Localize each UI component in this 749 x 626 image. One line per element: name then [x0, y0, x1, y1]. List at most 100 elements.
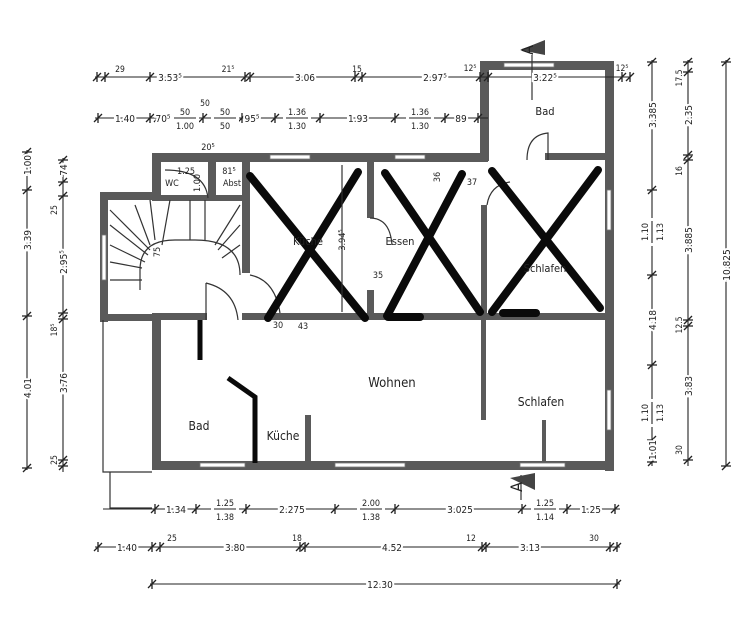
dimension-label: 12⁵ — [464, 64, 477, 74]
fraction-numerator: 1.25 — [536, 499, 554, 509]
dimension-label: 74 — [59, 164, 70, 176]
wall-kueche-essen — [367, 153, 374, 218]
inner-dimension-label: 81⁵ — [222, 167, 236, 177]
dimension-label: 25 — [50, 455, 60, 465]
dimension-tick — [721, 461, 731, 471]
dimension-tick — [390, 504, 400, 514]
wall-top-main — [152, 153, 488, 162]
dimension-label: 3.83 — [684, 376, 695, 396]
dimension-tick — [58, 177, 68, 187]
door-swing — [486, 181, 511, 206]
dimension-tick — [191, 504, 201, 514]
dimension-label: 18⁵ — [50, 324, 60, 337]
dimension-tick — [517, 504, 527, 514]
inner-dimension-label: 30 — [273, 321, 283, 331]
dimension-label: 3.885 — [684, 227, 695, 253]
fraction-numerator: 1.10 — [641, 223, 651, 241]
dimension-label: 1.93 — [348, 114, 368, 125]
dimension-tick — [22, 147, 32, 157]
room-label-wohnen: Wohnen — [368, 376, 415, 391]
section-mark-label: A — [518, 45, 537, 55]
dimension-tick — [625, 72, 635, 82]
dimension-tick — [481, 542, 491, 552]
room-label-bad_top: Bad — [535, 105, 554, 118]
inner-dimension-label: 20⁵ — [201, 143, 215, 153]
dimension-tick — [198, 113, 208, 123]
dimension-tick — [647, 435, 657, 445]
dimension-tick — [58, 155, 68, 165]
dimension-tick — [300, 542, 310, 552]
dimension-tick — [58, 314, 68, 324]
dimension-label: 12 — [466, 534, 476, 544]
dimension-label: 21⁵ — [222, 65, 235, 75]
fraction-numerator: 1.25 — [216, 499, 234, 509]
wall-stair-bottom — [100, 314, 160, 321]
window — [606, 189, 612, 231]
dimension-tick — [240, 72, 250, 82]
dimension-tick — [647, 270, 657, 280]
dimension-label: 95⁵ — [244, 114, 259, 125]
dimension-fraction: 1.25 1.14 — [531, 495, 559, 523]
dimension-tick — [683, 321, 693, 331]
dimension-tick — [145, 72, 155, 82]
window — [519, 462, 566, 468]
window — [101, 234, 107, 281]
dimension-fraction: 501.00 — [171, 104, 199, 132]
dimension-tick — [647, 457, 657, 467]
dimension-label: 25 — [50, 205, 60, 215]
fraction-numerator: 50 — [180, 108, 190, 118]
door-swing — [369, 217, 393, 246]
dimension-label: 3.76 — [59, 373, 70, 393]
wall-left-main — [152, 315, 161, 470]
dimension-label: 10.825 — [722, 249, 733, 280]
marker-wall — [226, 375, 258, 463]
dimension-label: 12⁵ — [616, 64, 629, 74]
wall-hall-left — [152, 313, 207, 320]
dimension-tick — [562, 504, 572, 514]
dimension-label: 70⁵ — [155, 114, 170, 125]
dimension-tick — [22, 311, 32, 321]
window — [199, 462, 246, 468]
dimension-fraction: 1.25 1.38 — [211, 495, 239, 523]
fraction-denominator: 1.38 — [216, 513, 234, 523]
dimension-label: 2.97⁵ — [423, 73, 447, 84]
dimension-tick — [610, 504, 620, 514]
dimension-tick — [145, 113, 155, 123]
dimension-label: 15 — [352, 65, 362, 75]
inner-dimension-label: 35 — [373, 271, 383, 281]
dimension-label: 12.5 — [675, 316, 685, 333]
fraction-denominator: 1.14 — [536, 513, 554, 523]
dimension-label: 17.5 — [675, 69, 685, 86]
dimension-tick — [92, 72, 102, 82]
cross-out-essen — [381, 169, 484, 316]
dimension-tick — [617, 72, 627, 82]
fraction-denominator: 1.00 — [176, 122, 194, 132]
dimension-tick — [350, 72, 360, 82]
dimension-tick — [683, 67, 693, 77]
dimension-label: 2.95⁵ — [59, 250, 70, 274]
dimension-tick — [100, 72, 110, 82]
dimension-tick — [155, 542, 165, 552]
dimension-tick — [475, 72, 485, 82]
wall-right — [605, 61, 614, 471]
cross-out-schlafen — [488, 166, 602, 316]
dimension-tick — [153, 113, 163, 123]
dimension-tick — [93, 113, 103, 123]
dimension-tick — [330, 504, 340, 514]
wall-bad-bottom — [545, 153, 614, 160]
dimension-fraction: 2.001.38 — [357, 495, 385, 523]
dimension-tick — [683, 455, 693, 465]
annex-outline — [102, 320, 152, 473]
fraction-denominator: 1.13 — [656, 223, 666, 241]
dimension-tick — [93, 542, 103, 552]
wall-essen-schlafen — [481, 205, 487, 320]
dimension-label: 3.06 — [295, 73, 315, 84]
dimension-label: 30 — [675, 445, 685, 455]
fraction-denominator: 1.13 — [656, 404, 666, 422]
dimension-tick — [683, 155, 693, 165]
window — [269, 154, 311, 160]
section-mark-label: A — [507, 482, 526, 492]
dimension-label: 4.18 — [648, 310, 659, 330]
